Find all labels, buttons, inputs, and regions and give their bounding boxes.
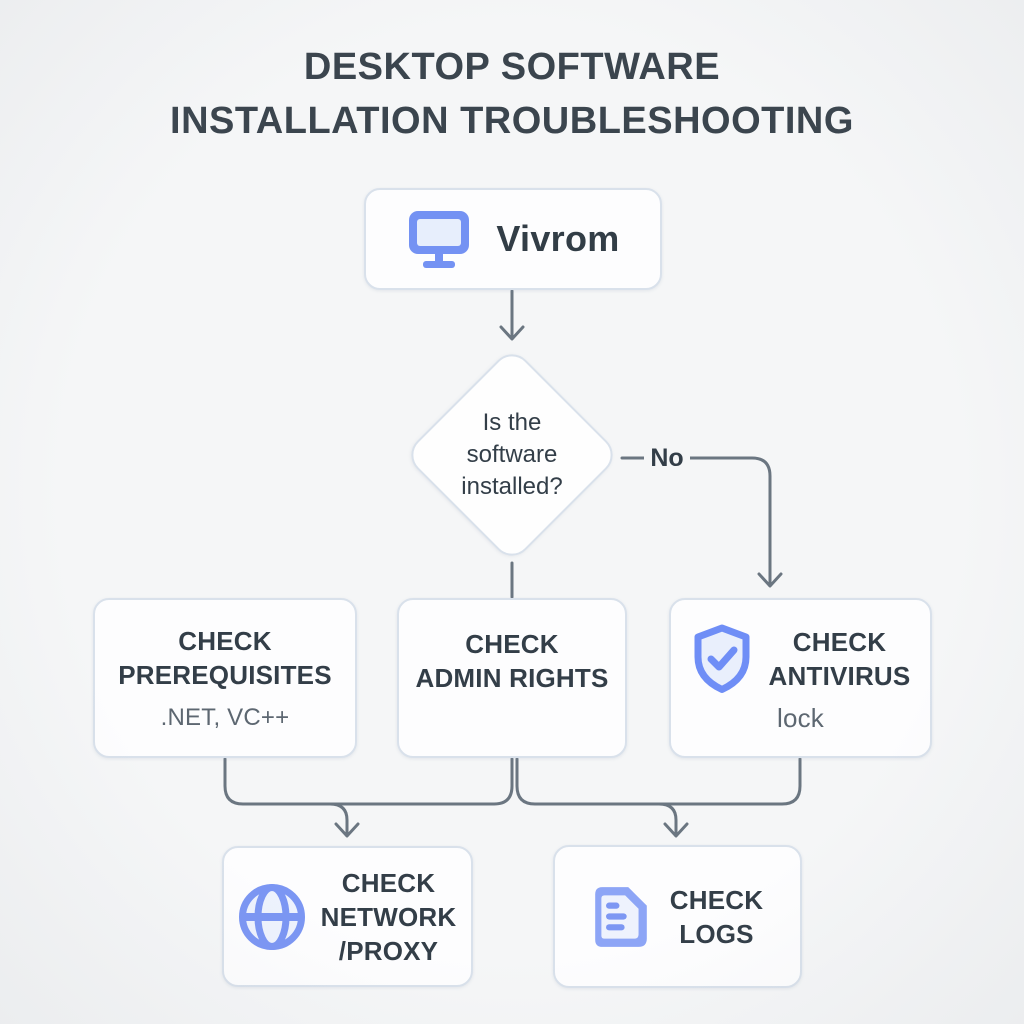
node-check-prerequisites: CHECK PREREQUISITES .NET, VC++ [93,598,357,758]
antivirus-subtitle: lock [776,702,825,733]
antivirus-title-line-2: ANTIVIRUS [768,660,911,691]
edge-drop-to-logs [657,802,678,836]
node-check-logs: CHECK LOGS [553,845,802,988]
globe-icon [238,883,305,950]
network-proxy-title-line-2: NETWORK [320,901,457,932]
admin-rights-title: CHECK ADMIN RIGHTS [415,627,608,695]
antivirus-icon-row: CHECK ANTIVIRUS [691,623,911,695]
logs-title-line-1: CHECK [669,884,764,915]
arrowhead-logs [663,822,689,838]
shield-check-icon [694,624,750,693]
page-title-line-2: INSTALLATION TROUBLESHOOTING [170,100,854,142]
admin-rights-title-line-1: CHECK [465,629,559,659]
node-start-vivrom: Vivrom [364,188,662,290]
edge-drop-to-network [328,802,349,836]
network-proxy-title: CHECK NETWORK /PROXY [321,866,457,968]
no-branch-label: No [644,441,690,475]
prerequisites-subtitle: .NET, VC++ [160,704,290,731]
node-check-network-proxy: CHECK NETWORK /PROXY [222,846,473,987]
decision-line-3: installed? [461,473,563,500]
page-title: DESKTOP SOFTWARE INSTALLATION TROUBLESHO… [0,40,1024,148]
monitor-icon [409,211,470,268]
prerequisites-title-line-2: PREREQUISITES [118,660,332,690]
edge-right-bracket [515,757,802,806]
start-node-label: Vivrom [496,218,620,259]
prerequisites-title: CHECK PREREQUISITES [118,624,332,692]
arrowhead-no-branch [757,572,783,588]
network-proxy-title-line-1: CHECK [341,867,436,898]
node-check-antivirus: CHECK ANTIVIRUS lock [669,598,932,758]
document-icon [594,886,647,947]
decision-line-1: Is the [482,409,542,436]
arrowhead-network [334,822,360,838]
page-title-line-1: DESKTOP SOFTWARE [303,46,721,88]
node-check-admin-rights: CHECK ADMIN RIGHTS [397,598,627,758]
logs-title: CHECK LOGS [670,883,763,951]
arrowhead-start-to-decision [499,325,525,341]
network-proxy-title-line-3: /PROXY [338,935,439,966]
antivirus-title: CHECK ANTIVIRUS [769,625,911,693]
logs-title-line-2: LOGS [679,918,754,949]
admin-rights-title-line-2: ADMIN RIGHTS [415,663,609,693]
decision-text: Is the software installed? [437,380,587,530]
edge-no-branch [620,456,772,587]
prerequisites-title-line-1: CHECK [178,626,272,656]
decision-line-2: software [466,441,558,468]
antivirus-title-line-1: CHECK [792,626,887,657]
edge-left-bracket [223,757,514,806]
